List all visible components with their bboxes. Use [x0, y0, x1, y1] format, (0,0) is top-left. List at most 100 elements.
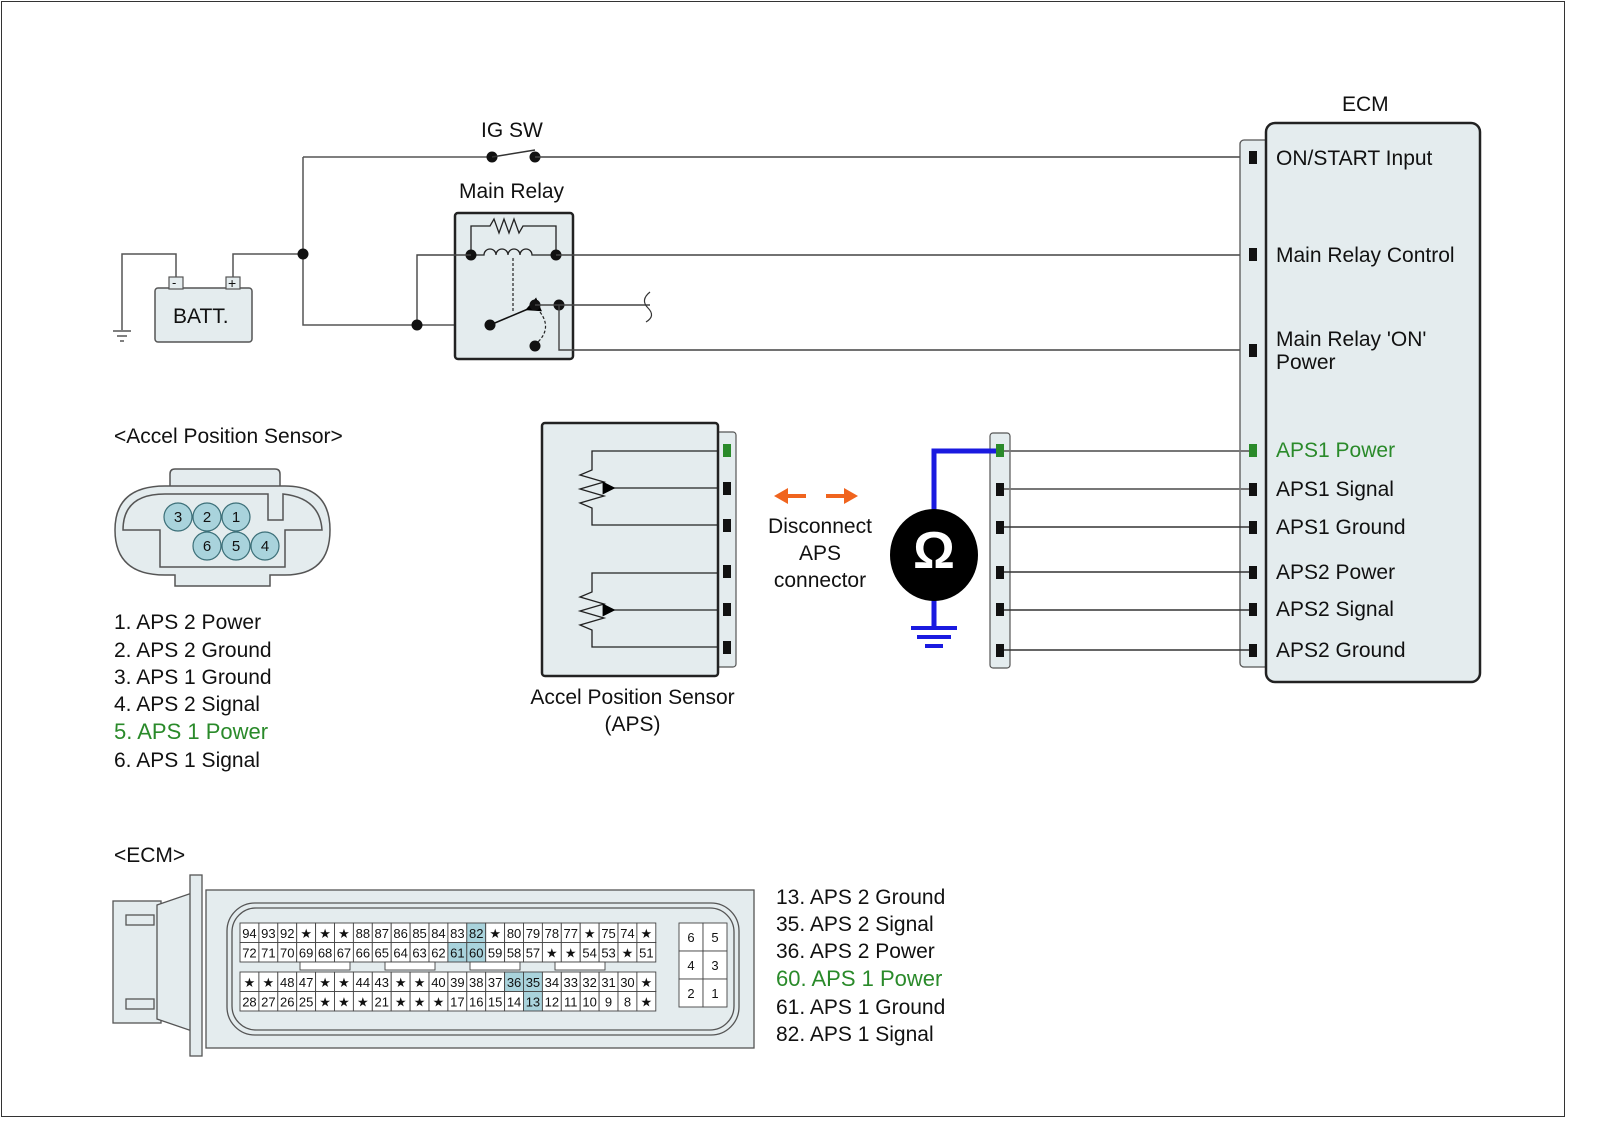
- ecm-pin-label: APS2 Ground: [1276, 639, 1406, 662]
- junction-dot: [297, 248, 309, 260]
- ig-switch: [486, 149, 1245, 163]
- ecm-pin-number: 32: [582, 975, 596, 990]
- battery-minus-label: -: [172, 275, 177, 290]
- disconnect-arrows-icon: [774, 488, 858, 504]
- ecm-pin-number: 93: [261, 926, 275, 941]
- ecm-pin-number: 9: [605, 995, 612, 1010]
- ecm-pin-number: ★: [244, 975, 256, 990]
- ecm-pin-number: 13: [526, 995, 540, 1010]
- ecm-pin-number: 77: [564, 926, 578, 941]
- ecm-pin-number: 31: [601, 975, 615, 990]
- ecm-pin-label: APS1 Ground: [1276, 516, 1406, 539]
- ecm-pin-number: ★: [338, 995, 350, 1010]
- aps-connector-title: <Accel Position Sensor>: [114, 425, 343, 448]
- harness-wires: [1004, 450, 1249, 651]
- diagram-frame: [1, 1, 1565, 1117]
- ecm-pin-number: 83: [450, 926, 464, 941]
- ecm-aux-pin-cell: [702, 950, 728, 980]
- aps-pin-number: 4: [260, 538, 270, 555]
- ecm-pin-number: 94: [242, 926, 256, 941]
- ecm-pin-number: 60: [469, 946, 483, 961]
- ecm-aux-pin-cell: [678, 950, 704, 980]
- ecm-legend-item: 36. APS 2 Power: [776, 940, 935, 963]
- ecm-aux-pin-number: 4: [687, 958, 694, 973]
- ecm-pin-number: 67: [337, 946, 351, 961]
- ecm-pin-number: 88: [356, 926, 370, 941]
- ecm-pin-number: 26: [280, 995, 294, 1010]
- ecm-pin-number: 36: [507, 975, 521, 990]
- disconnect-note: Disconnect: [768, 515, 872, 538]
- ecm-pin-number: 16: [469, 995, 483, 1010]
- ecm-pin-number: 74: [620, 926, 634, 941]
- ecm-pin-number: ★: [300, 926, 312, 941]
- ecm-pin-number: 15: [488, 995, 502, 1010]
- ecm-pin-number: 54: [582, 946, 596, 961]
- ecm-legend-item: 60. APS 1 Power: [776, 966, 943, 991]
- ecm-key-slot: [554, 961, 606, 971]
- battery-plus-label: +: [228, 275, 237, 291]
- main-relay: [453, 211, 575, 361]
- ecm-pin-label: Main Relay Control: [1276, 244, 1455, 267]
- ecm-pin-number: ★: [622, 946, 634, 961]
- aps-pin-number: 6: [202, 538, 212, 555]
- ecm-block: [1239, 121, 1482, 684]
- ecm-pin-number: ★: [641, 995, 653, 1010]
- ecm-pin-number: 62: [431, 946, 445, 961]
- battery-ground-wire: [113, 253, 177, 342]
- aps-caption: Accel Position Sensor: [530, 686, 735, 709]
- ig-sw-label: IG SW: [481, 119, 543, 142]
- ecm-key-slot: [469, 961, 521, 971]
- aps-pin-number: 5: [231, 538, 241, 555]
- aps-legend-item: 2. APS 2 Ground: [114, 639, 272, 662]
- ecm-pin-label: APS2 Power: [1276, 561, 1396, 584]
- ecm-pin-number: ★: [641, 975, 653, 990]
- ecm-legend-item: 13. APS 2 Ground: [776, 886, 946, 909]
- ecm-pin-number: ★: [584, 926, 596, 941]
- ecm-pin-number: 57: [526, 946, 540, 961]
- disconnect-note: APS: [798, 542, 842, 565]
- ecm-key-slot: [299, 961, 351, 971]
- ecm-pin-label: APS1 Signal: [1276, 478, 1394, 501]
- aps-pin-number: 2: [202, 509, 212, 526]
- harness-connector: [989, 432, 1011, 669]
- ecm-aux-pin-number: 1: [711, 986, 718, 1001]
- ecm-pin-number: 61: [450, 946, 464, 961]
- main-relay-label: Main Relay: [459, 180, 565, 203]
- ecm-pin-number: 84: [431, 926, 445, 941]
- ecm-legend-item: 61. APS 1 Ground: [776, 996, 946, 1019]
- ecm-pin-number: 39: [450, 975, 464, 990]
- ecm-pin-number: ★: [433, 995, 445, 1010]
- junction-dot: [411, 319, 423, 331]
- aps-legend-item: 5. APS 1 Power: [114, 719, 269, 744]
- ecm-pin-number: ★: [489, 926, 501, 941]
- ecm-pin-number: 64: [393, 946, 407, 961]
- ecm-pin-number: 69: [299, 946, 313, 961]
- ecm-pin-number: ★: [395, 975, 407, 990]
- ecm-pin-label: ON/START Input: [1276, 147, 1433, 170]
- ecm-pin-number: 92: [280, 926, 294, 941]
- aps-legend-item: 1. APS 2 Power: [114, 611, 262, 634]
- ecm-pin-number: ★: [641, 926, 653, 941]
- battery: [154, 276, 253, 343]
- ecm-pin-number: 79: [526, 926, 540, 941]
- battery-label: BATT.: [173, 305, 229, 328]
- aps-connector-face: [114, 468, 331, 587]
- ecm-pin-number: ★: [395, 995, 407, 1010]
- ecm-pin-number: ★: [338, 926, 350, 941]
- ecm-pin-number: ★: [546, 946, 558, 961]
- ecm-pin-number: 33: [564, 975, 578, 990]
- ecm-pin-label: Power: [1276, 351, 1336, 374]
- aps-pin-number: 3: [173, 509, 183, 526]
- aps-caption-abbr: (APS): [604, 713, 661, 736]
- ecm-title: ECM: [1342, 93, 1389, 116]
- ecm-pin-number: 48: [280, 975, 294, 990]
- aps-sensor: [540, 421, 737, 678]
- ecm-pin-label: Main Relay 'ON': [1276, 328, 1427, 351]
- ecm-pin-number: 80: [507, 926, 521, 941]
- ohmmeter-icon: [890, 448, 996, 648]
- ecm-aux-pin-number: 2: [687, 986, 694, 1001]
- ecm-pin-number: ★: [319, 926, 331, 941]
- ecm-pin-number: 40: [431, 975, 445, 990]
